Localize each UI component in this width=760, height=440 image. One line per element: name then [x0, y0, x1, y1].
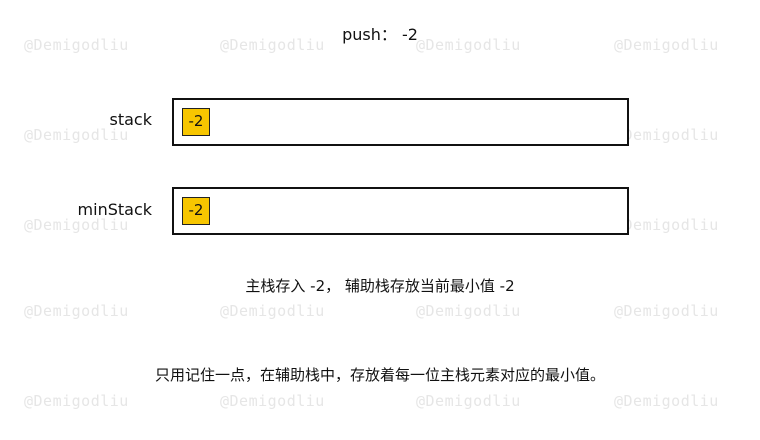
minstack-label: minStack	[77, 200, 152, 219]
minstack-container: -2	[172, 187, 629, 235]
watermark-text: @Demigodliu	[220, 302, 325, 320]
stack-label: stack	[109, 110, 152, 129]
minstack-cell: -2	[182, 197, 210, 225]
watermark-text: @Demigodliu	[614, 392, 719, 410]
watermark-text: @Demigodliu	[416, 302, 521, 320]
watermark-text: @Demigodliu	[24, 126, 129, 144]
watermark-text: @Demigodliu	[220, 392, 325, 410]
watermark-text: @Demigodliu	[220, 36, 325, 54]
summary-caption: 只用记住一点，在辅助栈中，存放着每一位主栈元素对应的最小值。	[154, 366, 605, 384]
watermark-text: @Demigodliu	[614, 126, 719, 144]
watermark-text: @Demigodliu	[614, 302, 719, 320]
stack-container: -2	[172, 98, 629, 146]
step-caption: 主栈存入 -2， 辅助栈存放当前最小值 -2	[245, 277, 515, 295]
watermark-text: @Demigodliu	[614, 216, 719, 234]
watermark-text: @Demigodliu	[24, 36, 129, 54]
watermark-text: @Demigodliu	[614, 36, 719, 54]
watermark-text: @Demigodliu	[24, 392, 129, 410]
watermark-text: @Demigodliu	[24, 216, 129, 234]
watermark-text: @Demigodliu	[24, 302, 129, 320]
watermark-text: @Demigodliu	[416, 36, 521, 54]
operation-title: push： -2	[342, 25, 418, 44]
stack-cell: -2	[182, 108, 210, 136]
watermark-text: @Demigodliu	[416, 392, 521, 410]
